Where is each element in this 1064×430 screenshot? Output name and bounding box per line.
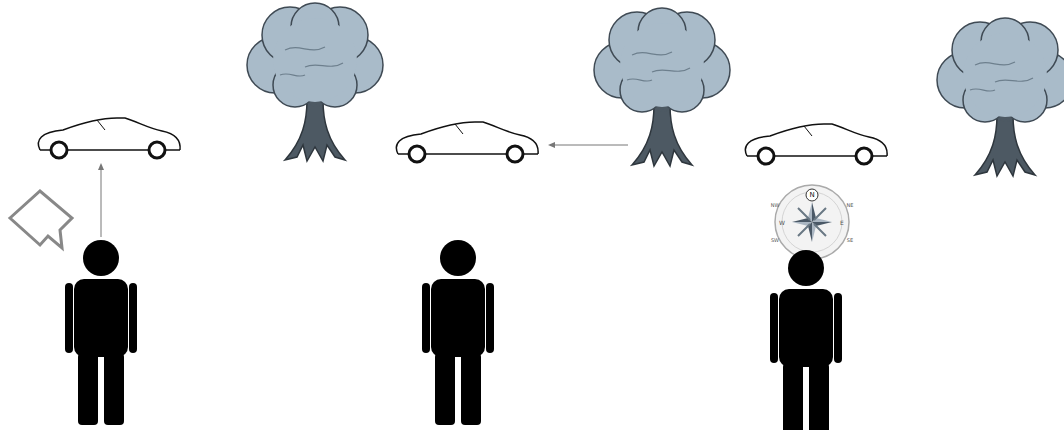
car <box>38 118 180 158</box>
tree <box>594 8 730 166</box>
compass-label: N <box>809 192 814 199</box>
arrow-left <box>548 142 628 148</box>
car <box>396 122 538 162</box>
compass-label: W <box>779 219 785 226</box>
arrow-up <box>98 163 104 237</box>
compass <box>775 185 849 259</box>
person <box>422 240 494 425</box>
compass-label: SW <box>771 237 779 244</box>
compass-label: NW <box>771 202 780 209</box>
person <box>65 240 137 425</box>
car <box>745 124 887 164</box>
tree <box>937 18 1064 176</box>
compass-label: NE <box>847 202 854 209</box>
compass-label: SE <box>847 237 853 244</box>
speech-bubble <box>10 191 72 248</box>
person <box>770 250 842 430</box>
tree <box>247 3 383 161</box>
compass-label: E <box>840 219 844 226</box>
